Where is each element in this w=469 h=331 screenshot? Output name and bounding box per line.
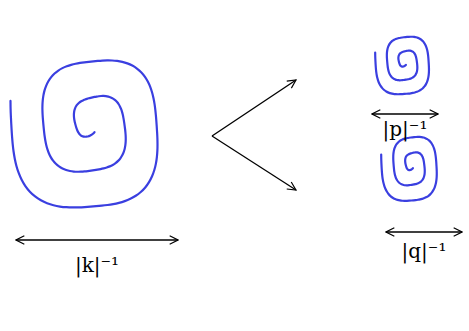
length-scale-label: |k|⁻¹ (75, 254, 119, 276)
length-scale-label: |p|⁻¹ (383, 118, 428, 140)
eddy-spiral (375, 37, 429, 95)
width-arrow (372, 113, 438, 114)
eddy-spiral (381, 137, 437, 201)
width-arrow (16, 239, 178, 240)
width-arrow (386, 231, 462, 232)
split-arrow (212, 80, 296, 136)
eddy-spiral (10, 60, 157, 207)
length-scale-label: |q|⁻¹ (402, 240, 447, 262)
split-arrow (212, 136, 296, 190)
